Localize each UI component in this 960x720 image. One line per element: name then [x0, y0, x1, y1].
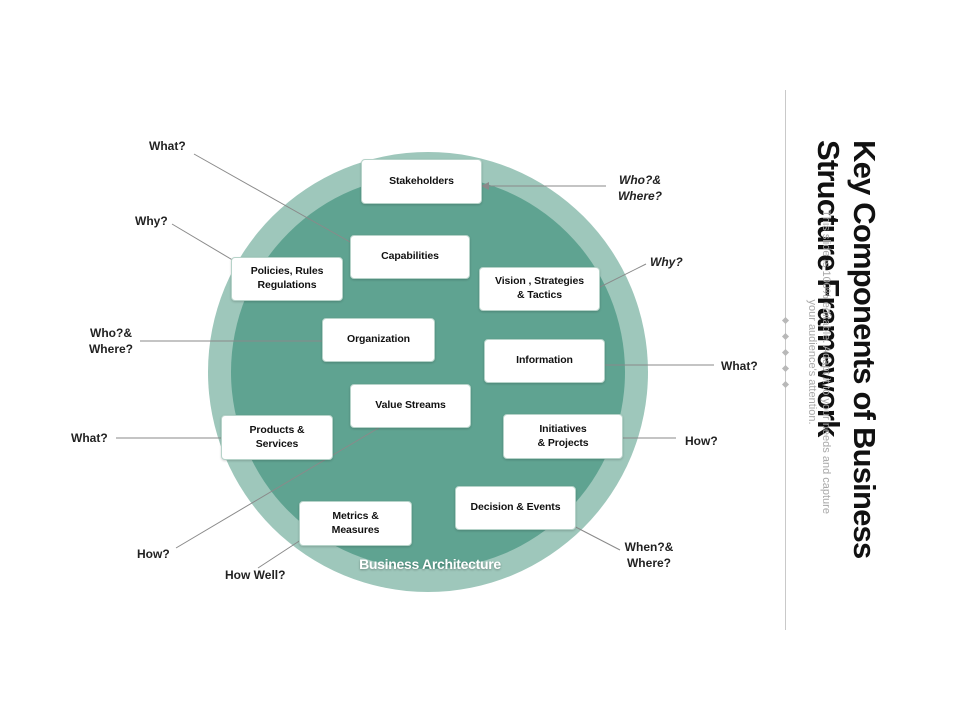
organization-box: Organization: [322, 318, 435, 362]
arrow-what-capabilities: [193, 153, 367, 252]
question-how-well: How Well?: [225, 568, 286, 582]
capabilities-box: Capabilities: [350, 235, 470, 279]
arrow-how-value-streams: [175, 419, 393, 549]
vision-box: Vision , Strategies & Tactics: [479, 267, 600, 311]
information-box: Information: [484, 339, 605, 383]
value-streams-box: Value Streams: [350, 384, 471, 428]
question-what-left: What?: [71, 431, 108, 445]
stakeholders-box: Stakeholders: [361, 159, 482, 204]
business-architecture-label: Business Architecture: [359, 556, 501, 572]
metrics-box: Metrics & Measures: [299, 501, 412, 546]
question-why-left: Why?: [135, 214, 168, 228]
question-who-where-top: Who?& Where?: [617, 173, 662, 203]
products-box: Products & Services: [221, 415, 333, 460]
vertical-divider: [785, 90, 786, 630]
question-what-right: What?: [721, 359, 758, 373]
question-when-where: When?& Where?: [624, 540, 674, 570]
question-how-left: How?: [137, 547, 170, 561]
question-who-where-left: Who?& Where?: [88, 326, 133, 356]
question-how-right: How?: [685, 434, 718, 448]
question-what-top: What?: [149, 139, 186, 153]
question-why-right: Why?: [650, 255, 683, 269]
policies-box: Policies, Rules Regulations: [231, 257, 343, 301]
decision-box: Decision & Events: [455, 486, 576, 530]
initiatives-box: Initiatives & Projects: [503, 414, 623, 459]
page-subtitle: This slide is 100% editable. Adapt it to…: [806, 210, 832, 514]
